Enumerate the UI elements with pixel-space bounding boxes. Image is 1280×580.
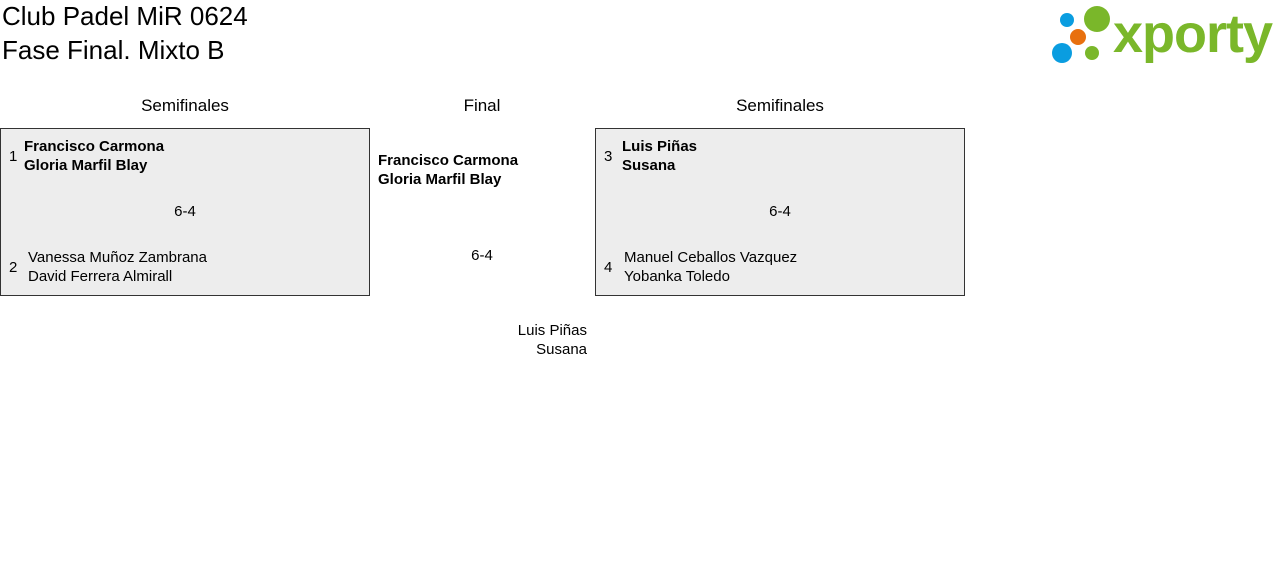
final-runner-up: Luis Piñas Susana xyxy=(387,321,587,359)
final-score: 6-4 xyxy=(471,247,493,264)
player-name: Manuel Ceballos Vazquez xyxy=(624,249,798,266)
player-name: Gloria Marfil Blay xyxy=(24,157,148,174)
player-name: Yobanka Toledo xyxy=(624,268,730,285)
team-loser: Manuel Ceballos Vazquez Yobanka Toledo xyxy=(624,248,797,286)
match-score: 6-4 xyxy=(174,203,196,220)
seed-number: 1 xyxy=(9,148,18,165)
page-subtitle: Fase Final. Mixto B xyxy=(2,35,225,65)
team-winner: Francisco Carmona Gloria Marfil Blay xyxy=(24,137,164,175)
player-name: David Ferrera Almirall xyxy=(28,268,173,285)
final-winner: Francisco Carmona Gloria Marfil Blay xyxy=(378,151,518,189)
player-name: Gloria Marfil Blay xyxy=(378,171,502,188)
seed-number: 3 xyxy=(604,148,613,165)
player-name: Vanessa Muñoz Zambrana xyxy=(28,249,207,266)
column-header-final: Final xyxy=(463,96,501,115)
page-title: Club Padel MiR 0624 xyxy=(2,1,248,31)
xporty-logo: xporty xyxy=(1050,2,1280,70)
team-loser: Vanessa Muñoz Zambrana David Ferrera Alm… xyxy=(28,248,207,286)
player-name: Francisco Carmona xyxy=(24,138,165,155)
player-name: Susana xyxy=(536,341,587,358)
player-name: Luis Piñas xyxy=(622,138,698,155)
logo-dots-icon xyxy=(1052,6,1110,63)
semifinal-match-1[interactable]: 1 Francisco Carmona Gloria Marfil Blay 6… xyxy=(0,128,370,296)
seed-number: 2 xyxy=(9,259,18,276)
seed-number: 4 xyxy=(604,259,613,276)
player-name: Susana xyxy=(622,157,676,174)
semifinal-match-2[interactable]: 3 Luis Piñas Susana 6-4 4 Manuel Ceballo… xyxy=(595,128,965,296)
logo-text: xporty xyxy=(1113,4,1273,64)
player-name: Francisco Carmona xyxy=(378,152,519,169)
player-name: Luis Piñas xyxy=(517,322,587,339)
column-header-semifinales-left: Semifinales xyxy=(141,96,229,115)
match-score: 6-4 xyxy=(769,203,791,220)
team-winner: Luis Piñas Susana xyxy=(622,137,697,175)
column-header-semifinales-right: Semifinales xyxy=(736,96,824,115)
